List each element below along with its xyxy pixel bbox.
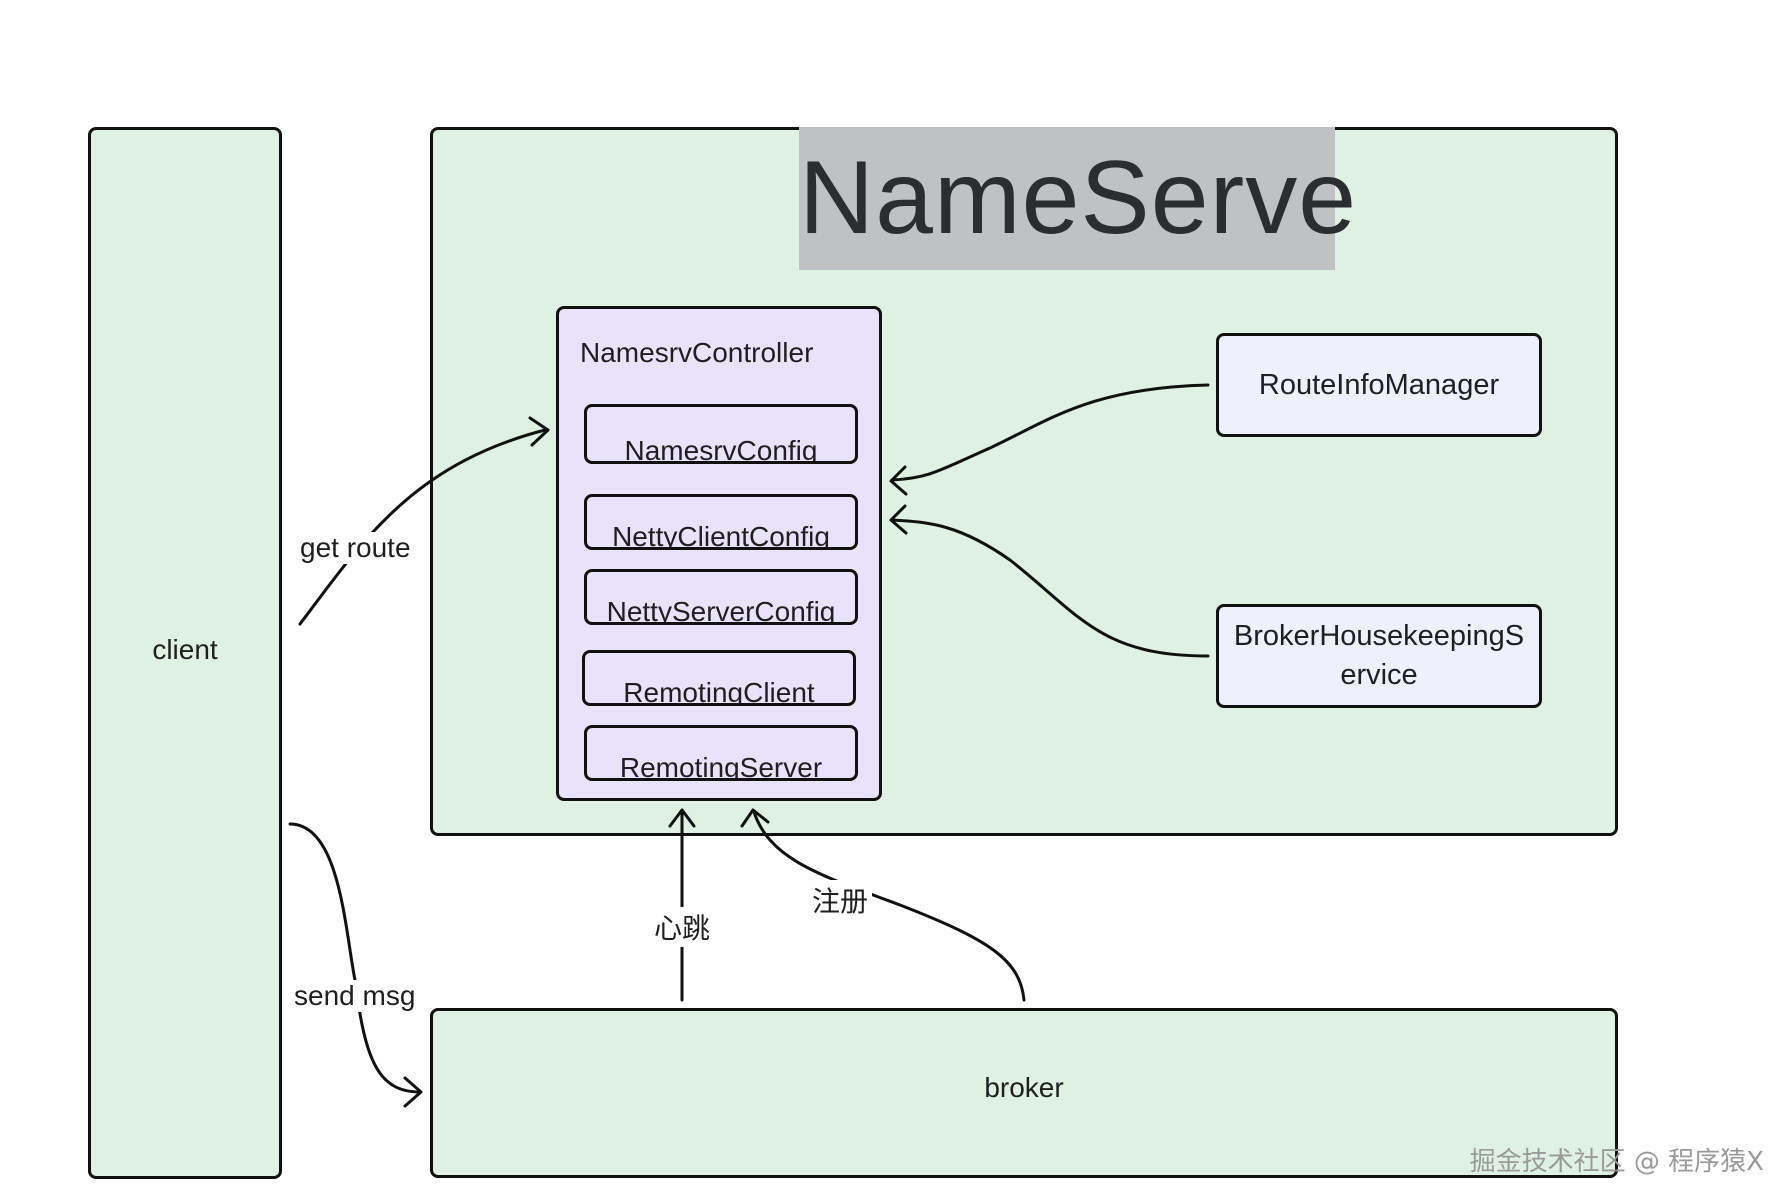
client-node [88, 127, 282, 1179]
netty-client-config-node: NettyClientConfig [584, 494, 858, 550]
client-label: client [152, 634, 218, 665]
route-info-edge [890, 383, 1210, 482]
netty-server-config-label: NettyServerConfig [606, 596, 836, 625]
namesrv-controller [556, 306, 882, 801]
get-route-arrowhead [528, 416, 550, 447]
broker-housekeeping-arrowhead [889, 504, 908, 535]
route-info-manager-node: RouteInfoManager [1216, 333, 1542, 437]
heartbeat-label: 心跳 [650, 907, 715, 947]
remoting-server-label: RemotingServer [619, 752, 823, 781]
route-info-arrowhead [889, 465, 908, 496]
get-route-edge [298, 428, 547, 626]
register-arrowhead [740, 808, 770, 828]
broker-housekeeping-label: BrokerHousekeepingS ervice [1233, 619, 1525, 691]
broker-housekeeping-node: BrokerHousekeepingS ervice [1216, 604, 1542, 708]
netty-server-config-node: NettyServerConfig [584, 569, 858, 625]
register-label: 注册 [808, 880, 873, 920]
route-info-manager-label: RouteInfoManager [1258, 368, 1500, 401]
broker-label: broker [984, 1072, 1064, 1103]
send-msg-edge [288, 822, 422, 1094]
remoting-server-node: RemotingServer [584, 725, 858, 781]
namesrv-config-node: NamesrvConfig [584, 404, 858, 464]
namesrv-config-label: NamesrvConfig [624, 435, 818, 464]
watermark: 掘金技术社区 @ 程序猿X [1469, 1147, 1764, 1177]
send-msg-label: send msg [290, 980, 420, 1012]
namesrv-controller-label: NamesrvController [580, 337, 814, 368]
register-edge [752, 810, 1026, 1002]
heartbeat-arrowhead [668, 808, 696, 828]
nameserve-title: NameServe [799, 127, 1356, 270]
send-msg-arrowhead [403, 1076, 423, 1108]
netty-client-config-label: NettyClientConfig [612, 521, 830, 550]
broker-housekeeping-edge [890, 518, 1210, 658]
broker-node [430, 1008, 1618, 1178]
remoting-client-node: RemotingClient [582, 650, 856, 706]
remoting-client-label: RemotingClient [623, 677, 815, 706]
get-route-label: get route [296, 532, 415, 564]
